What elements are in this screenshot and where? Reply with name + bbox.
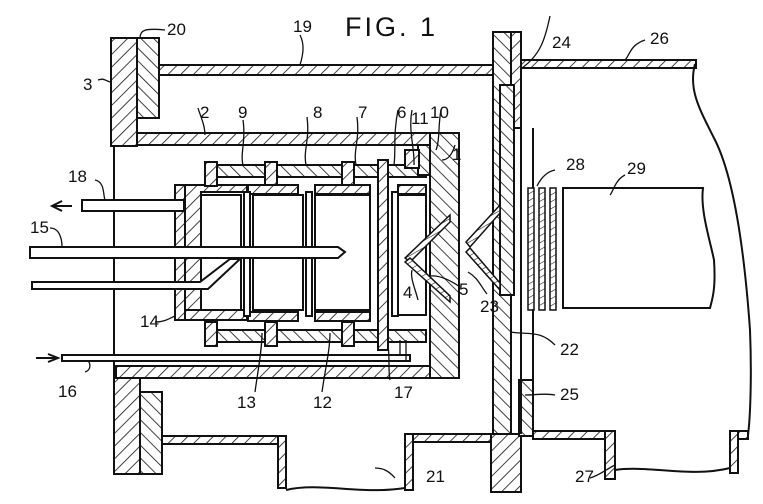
label-13: 13 (237, 393, 256, 412)
label-10: 10 (430, 103, 449, 122)
arrow-left-outlet (52, 201, 72, 211)
housing-2-bottom-wall (116, 366, 459, 378)
label-28: 28 (566, 155, 585, 174)
label-23: 23 (480, 297, 499, 316)
outlet-tube-18 (82, 200, 184, 211)
housing-26-top-wall (521, 60, 696, 68)
label-8: 8 (313, 103, 322, 122)
label-20: 20 (167, 20, 186, 39)
label-21: 21 (426, 467, 445, 486)
center-flange (491, 32, 533, 492)
label-14: 14 (140, 312, 159, 331)
label-27: 27 (575, 467, 594, 486)
label-7: 7 (358, 103, 367, 122)
inlet-tube-16 (62, 355, 410, 361)
housing-27 (533, 431, 748, 479)
detector-29 (563, 188, 715, 308)
housing-19-top-wall (159, 65, 493, 75)
label-4: 4 (403, 283, 412, 302)
housing-2-top-wall (137, 133, 459, 145)
label-29: 29 (627, 159, 646, 178)
label-3: 3 (83, 75, 92, 94)
label-16: 16 (58, 382, 77, 401)
label-15: 15 (30, 218, 49, 237)
label-12: 12 (313, 393, 332, 412)
label-17: 17 (394, 383, 413, 402)
flange-3-top (111, 38, 159, 146)
label-1: 1 (452, 145, 461, 164)
housing-21 (162, 434, 505, 490)
label-18: 18 (68, 167, 87, 186)
label-19: 19 (293, 17, 312, 36)
label-6: 6 (397, 103, 406, 122)
probe-15 (30, 247, 345, 258)
arrow-right-inlet (36, 354, 58, 362)
label-26: 26 (650, 29, 669, 48)
label-25: 25 (560, 385, 579, 404)
break-line-bottom-right (615, 468, 730, 472)
housing-2-right-wall (430, 133, 459, 378)
label-22: 22 (560, 340, 579, 359)
label-2: 2 (200, 103, 209, 122)
figure-title: FIG. 1 (345, 12, 438, 42)
label-5: 5 (459, 280, 468, 299)
label-11: 11 (411, 109, 429, 128)
break-line-bottom-left (286, 487, 405, 490)
flange-3-bottom (114, 366, 162, 474)
label-9: 9 (238, 103, 247, 122)
grid-electrodes-28 (528, 188, 556, 310)
label-24: 24 (552, 33, 571, 52)
